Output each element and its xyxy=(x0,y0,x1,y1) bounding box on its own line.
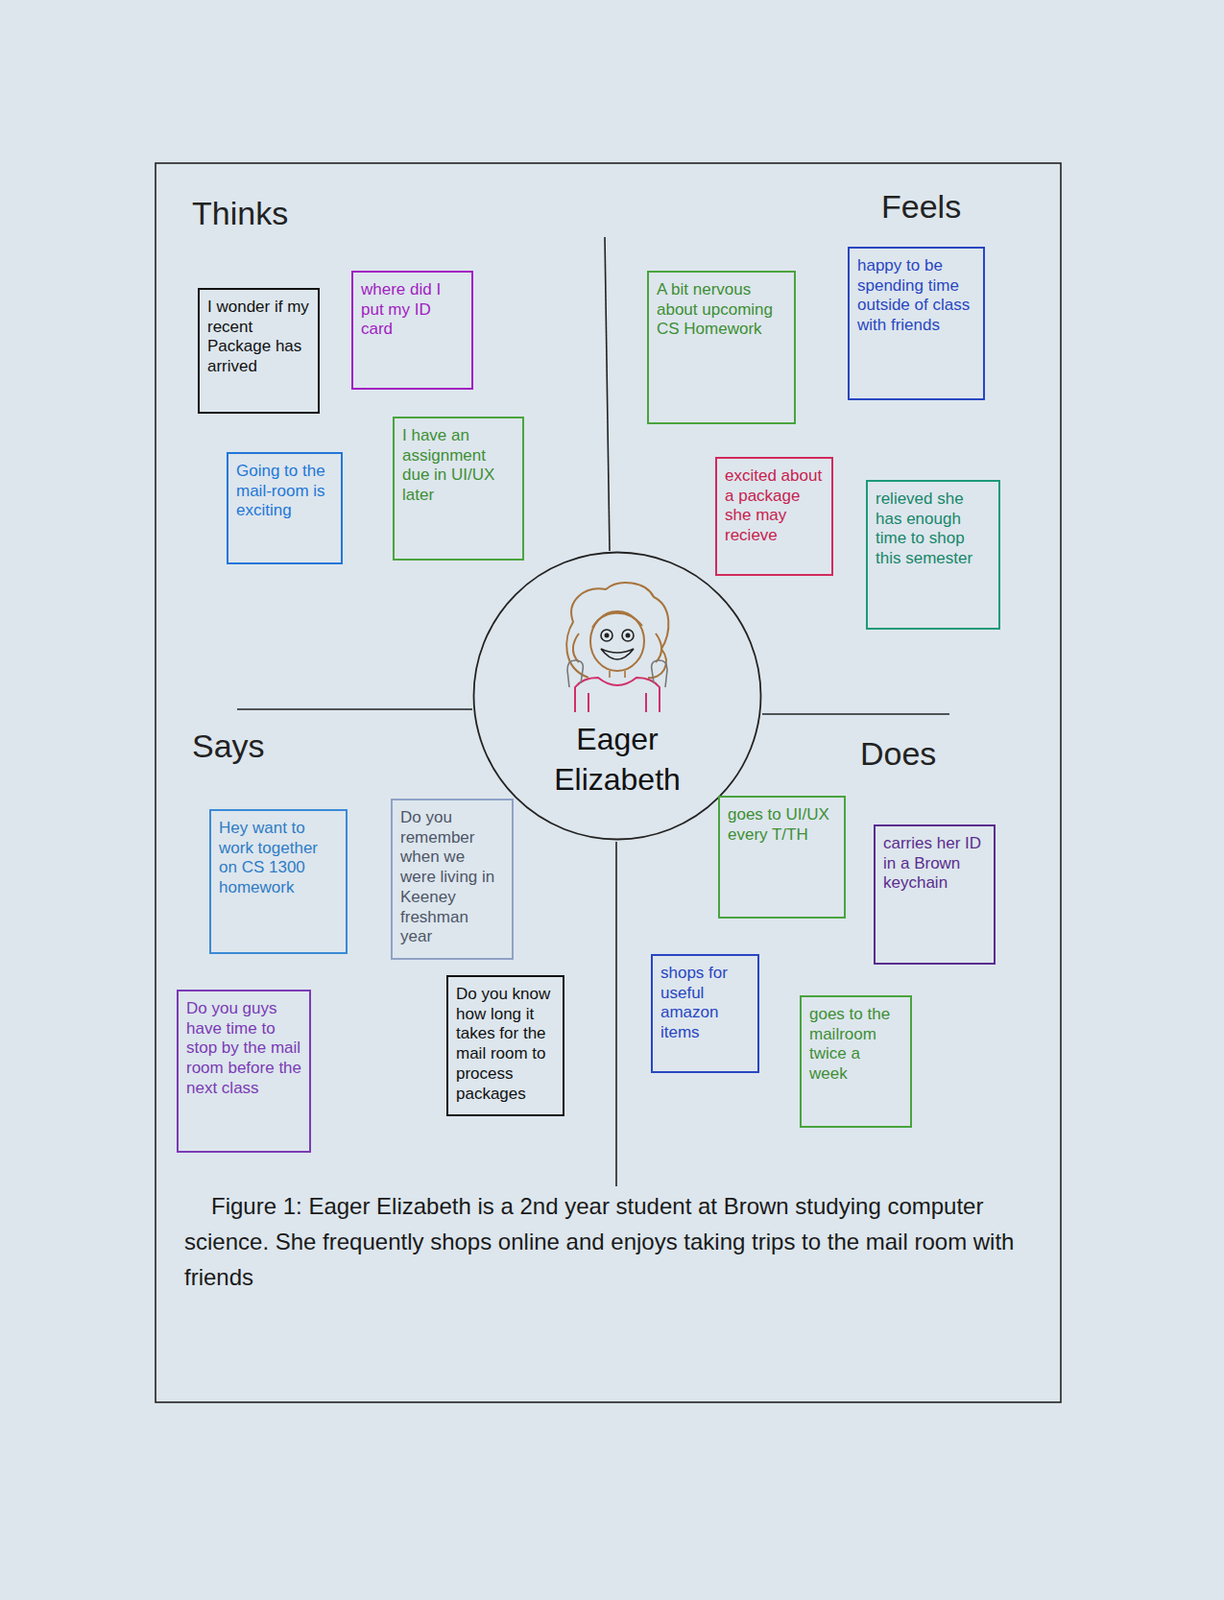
sticky-note: shops for useful amazon items xyxy=(650,954,760,1074)
note-text: shops for useful amazon items xyxy=(660,963,750,1044)
note-text: Going to the mail-room is exciting xyxy=(236,461,334,522)
fist xyxy=(567,660,583,688)
shirt-fold xyxy=(588,693,647,713)
sticky-note: Hey want to work together on CS 1300 hom… xyxy=(209,809,348,955)
face xyxy=(590,611,645,672)
note-text: I wonder if my recent Package has arrive… xyxy=(207,297,311,378)
note-text: goes to the mailroom twice a week xyxy=(809,1005,903,1085)
neck xyxy=(609,671,625,678)
note-text: excited about a package she may recieve xyxy=(724,466,824,547)
divider-line xyxy=(615,841,618,1187)
note-text: carries her ID in a Brown keychain xyxy=(883,834,986,894)
persona-circle: Eager Elizabeth xyxy=(472,551,763,720)
eye xyxy=(622,629,634,642)
quadrant-label: Says xyxy=(192,727,265,766)
note-text: Do you guys have time to stop by the mai… xyxy=(186,999,302,1100)
sticky-note: excited about a package she may recieve xyxy=(715,456,834,576)
sticky-note: Do you know how long it takes for the ma… xyxy=(446,975,565,1117)
smile xyxy=(600,648,634,660)
note-text: I have an assignment due in UI/UX later xyxy=(402,426,515,506)
sticky-note: happy to be spending time outside of cla… xyxy=(847,246,985,401)
sticky-note: Going to the mail-room is exciting xyxy=(226,452,343,565)
sticky-note: Do you guys have time to stop by the mai… xyxy=(176,989,312,1153)
quadrant-label: Thinks xyxy=(192,194,288,233)
note-text: A bit nervous about upcoming CS Homework xyxy=(656,280,787,340)
sticky-note: goes to UI/UX every T/TH xyxy=(718,795,846,919)
figure-caption: Figure 1: Eager Elizabeth is a 2nd year … xyxy=(184,1188,1030,1296)
frame xyxy=(155,163,1061,1403)
shirt xyxy=(575,677,660,713)
sticky-note: A bit nervous about upcoming CS Homework xyxy=(647,270,796,425)
eye xyxy=(600,629,613,642)
sticky-note: I have an assignment due in UI/UX later xyxy=(392,416,525,561)
note-text: where did I put my ID card xyxy=(360,280,464,340)
sticky-note: carries her ID in a Brown keychain xyxy=(873,824,996,965)
quadrant-label: Does xyxy=(860,735,936,773)
note-text: Do you remember when we were living in K… xyxy=(400,808,504,948)
sticky-note: where did I put my ID card xyxy=(351,270,474,390)
sticky-note: I wonder if my recent Package has arrive… xyxy=(197,288,320,414)
sticky-note: Do you remember when we were living in K… xyxy=(390,798,514,960)
hair-curl xyxy=(573,633,662,663)
divider-line xyxy=(762,713,950,716)
note-text: happy to be spending time outside of cla… xyxy=(857,256,976,336)
persona-illustration xyxy=(566,582,669,713)
divider-line xyxy=(237,708,473,711)
note-text: relieved she has enough time to shop thi… xyxy=(875,489,991,570)
note-text: Do you know how long it takes for the ma… xyxy=(456,984,555,1104)
sticky-note: relieved she has enough time to shop thi… xyxy=(865,480,1001,630)
pupil xyxy=(625,633,631,639)
divider-line xyxy=(604,237,610,552)
persona-name: Eager Elizabeth xyxy=(526,720,709,800)
fist xyxy=(651,660,668,688)
pupil xyxy=(604,633,610,639)
sticky-note: goes to the mailroom twice a week xyxy=(799,995,912,1128)
note-text: goes to UI/UX every T/TH xyxy=(727,805,837,845)
bangs xyxy=(592,613,643,628)
note-text: Hey want to work together on CS 1300 hom… xyxy=(218,818,338,899)
quadrant-label: Feels xyxy=(881,188,961,226)
